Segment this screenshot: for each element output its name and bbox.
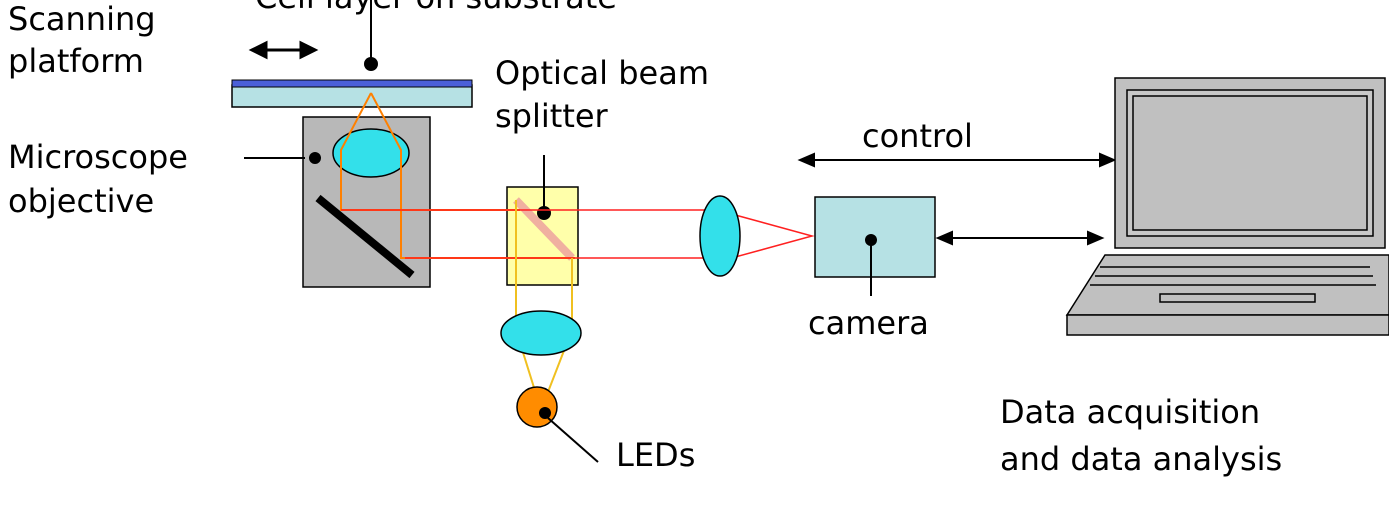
monitor-screen xyxy=(1132,95,1368,231)
objective-lens xyxy=(332,128,410,178)
scanning-platform-label-line1: Scanning xyxy=(8,0,156,38)
control-arrow xyxy=(797,152,1117,168)
camera-label: camera xyxy=(808,304,929,342)
scanning-platform-label-line2: platform xyxy=(8,42,144,80)
red-beam-path xyxy=(341,209,815,263)
beam-splitter-label-line2: splitter xyxy=(495,97,609,135)
microscope-label-line2: objective xyxy=(8,182,154,220)
cell-layer-label: Cell layer on substrate xyxy=(255,0,617,16)
data-acquisition-label-line1: Data acquisition xyxy=(1000,393,1260,431)
cell-layer-pointer-dot xyxy=(364,57,378,71)
tube-lens xyxy=(699,195,741,277)
substrate-plate xyxy=(231,84,473,108)
trackpad xyxy=(1159,293,1316,303)
led-pointer-dot xyxy=(539,407,551,419)
platform-motion-arrow xyxy=(248,40,319,60)
microscope-label-line1: Microscope xyxy=(8,138,188,176)
laptop-front xyxy=(1066,314,1389,336)
led-pointer xyxy=(547,417,599,463)
objective-mirror xyxy=(315,194,415,279)
camera-data-arrow xyxy=(935,230,1105,246)
condenser-lens xyxy=(500,310,582,356)
cell-layer xyxy=(231,79,473,88)
beam-splitter-label-line1: Optical beam xyxy=(495,54,709,92)
beam-splitter-pointer-dot xyxy=(537,206,551,220)
microscope-pointer-dot xyxy=(309,152,321,164)
computer xyxy=(1065,77,1389,336)
control-label: control xyxy=(862,117,973,155)
data-acquisition-label-line2: and data analysis xyxy=(1000,440,1282,478)
leds-label: LEDs xyxy=(616,436,695,474)
